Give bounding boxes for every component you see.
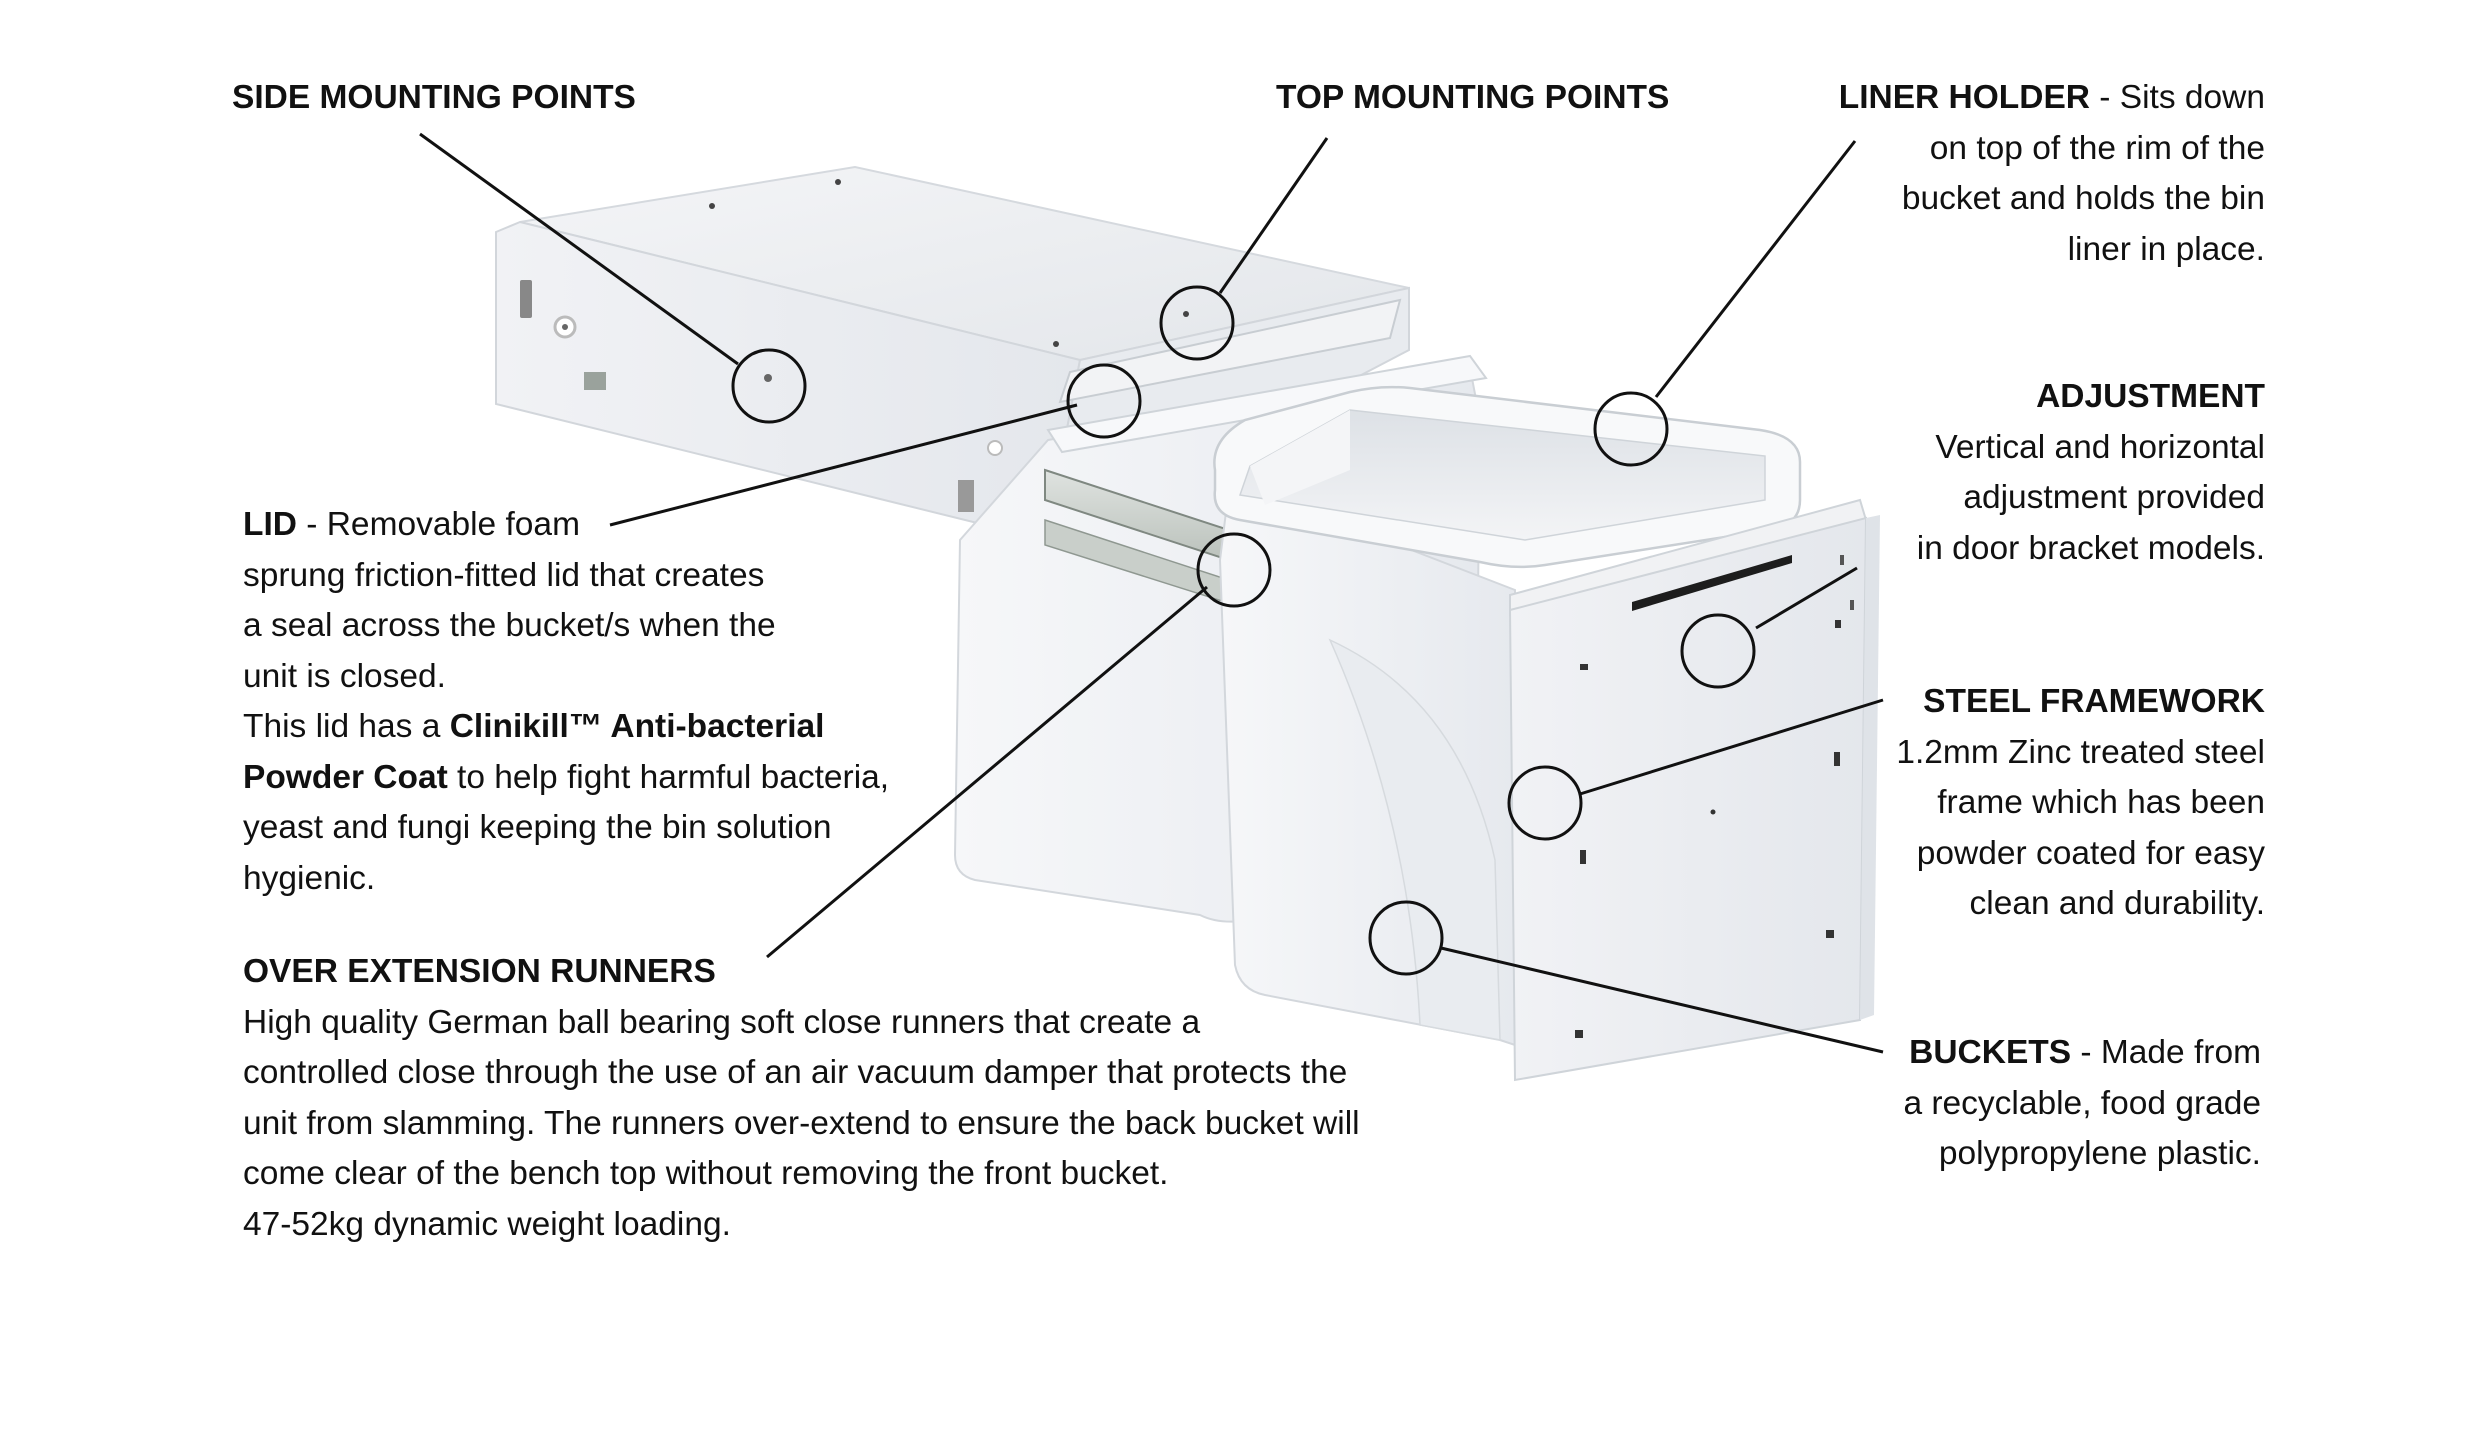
lid-title: LID: [243, 506, 297, 543]
runners-title: OVER EXTENSION RUNNERS: [243, 953, 716, 990]
runners-text: High quality German ball bearing soft cl…: [243, 1003, 1201, 1041]
lid-clinikill: Clinikill™ Anti-bacterial: [449, 708, 825, 745]
liner-holder-text: on top of the rim of the: [1929, 129, 2265, 167]
leader-steel-framework: [1579, 698, 1884, 796]
leader-top-mounting: [1218, 137, 1329, 294]
label-buckets: BUCKETS - Made from a recyclable, food g…: [1903, 1028, 2261, 1180]
callout-buckets: [1368, 900, 1444, 976]
steel-framework-text: 1.2mm Zinc treated steel: [1896, 733, 2265, 771]
leader-liner-holder: [1654, 140, 1857, 398]
runners-text: unit from slamming. The runners over-ext…: [243, 1104, 1360, 1142]
steel-framework-text: frame which has been: [1937, 784, 2265, 821]
lid-text: This lid has a: [243, 708, 450, 745]
top-mounting-title: TOP MOUNTING POINTS: [1276, 79, 1670, 116]
liner-holder-text: liner in place.: [2067, 230, 2265, 268]
liner-holder-title: LINER HOLDER: [1838, 79, 2090, 116]
callout-lid: [1066, 363, 1142, 439]
buckets-title: BUCKETS: [1909, 1034, 2072, 1071]
adjustment-text: in door bracket models.: [1916, 529, 2265, 567]
callout-liner-holder: [1593, 391, 1669, 467]
leader-side-mounting: [419, 132, 739, 366]
label-steel-framework: STEEL FRAMEWORK 1.2mm Zinc treated steel…: [1896, 677, 2265, 930]
leader-lid: [609, 403, 1078, 527]
leader-buckets: [1440, 946, 1884, 1054]
lid-text: to help fight harmful bacteria,: [447, 758, 890, 796]
front-bucket: [1213, 385, 1802, 1047]
leader-lines: [419, 132, 1884, 1054]
callout-runners: [1196, 532, 1272, 608]
lid-text: - Removable foam: [296, 506, 580, 543]
side-mounting-title: SIDE MOUNTING POINTS: [232, 79, 636, 116]
steel-framework-title: STEEL FRAMEWORK: [1923, 683, 2265, 720]
callout-top-mounting: [1159, 285, 1235, 361]
lid-text: hygienic.: [243, 859, 376, 897]
adjustment-text: adjustment provided: [1963, 479, 2265, 516]
label-runners: OVER EXTENSION RUNNERS High quality Germ…: [243, 947, 1360, 1250]
lid-text: a seal across the bucket/s when the: [243, 607, 776, 644]
buckets-text: - Made from: [2071, 1034, 2261, 1071]
runners-text: controlled close through the use of an a…: [243, 1054, 1348, 1091]
callout-adjustment: [1680, 613, 1756, 689]
liner-holder-text: - Sits down: [2089, 79, 2265, 116]
label-top-mounting-points: TOP MOUNTING POINTS: [1276, 73, 1669, 124]
liner-holder-text: bucket and holds the bin: [1901, 180, 2265, 217]
steel-framework-text: clean and durability.: [1969, 885, 2265, 922]
lid-text: unit is closed.: [243, 657, 446, 695]
runners-text: 47-52kg dynamic weight loading.: [243, 1205, 731, 1243]
lid-powder-coat: Powder Coat: [243, 758, 448, 796]
adjustment-title: ADJUSTMENT: [2036, 378, 2265, 415]
lid-text: yeast and fungi keeping the bin solution: [243, 809, 832, 846]
label-adjustment: ADJUSTMENT Vertical and horizontal adjus…: [1917, 372, 2265, 574]
buckets-text: polypropylene plastic.: [1938, 1135, 2261, 1172]
adjustment-text: Vertical and horizontal: [1935, 428, 2265, 466]
callout-steel-framework: [1507, 765, 1583, 841]
leader-adjustment: [1755, 566, 1858, 630]
label-lid: LID - Removable foam sprung friction-fit…: [243, 500, 889, 904]
lid-text: sprung friction-fitted lid that creates: [243, 556, 765, 594]
steel-framework-text: powder coated for easy: [1916, 834, 2265, 872]
callout-side-mounting: [731, 348, 807, 424]
leader-runners: [766, 585, 1208, 959]
runners-text: come clear of the bench top without remo…: [243, 1155, 1169, 1192]
buckets-text: a recyclable, food grade: [1903, 1084, 2261, 1122]
label-liner-holder: LINER HOLDER - Sits down on top of the r…: [1839, 73, 2265, 275]
label-side-mounting-points: SIDE MOUNTING POINTS: [232, 73, 636, 124]
steel-frame: [1508, 498, 1880, 1082]
